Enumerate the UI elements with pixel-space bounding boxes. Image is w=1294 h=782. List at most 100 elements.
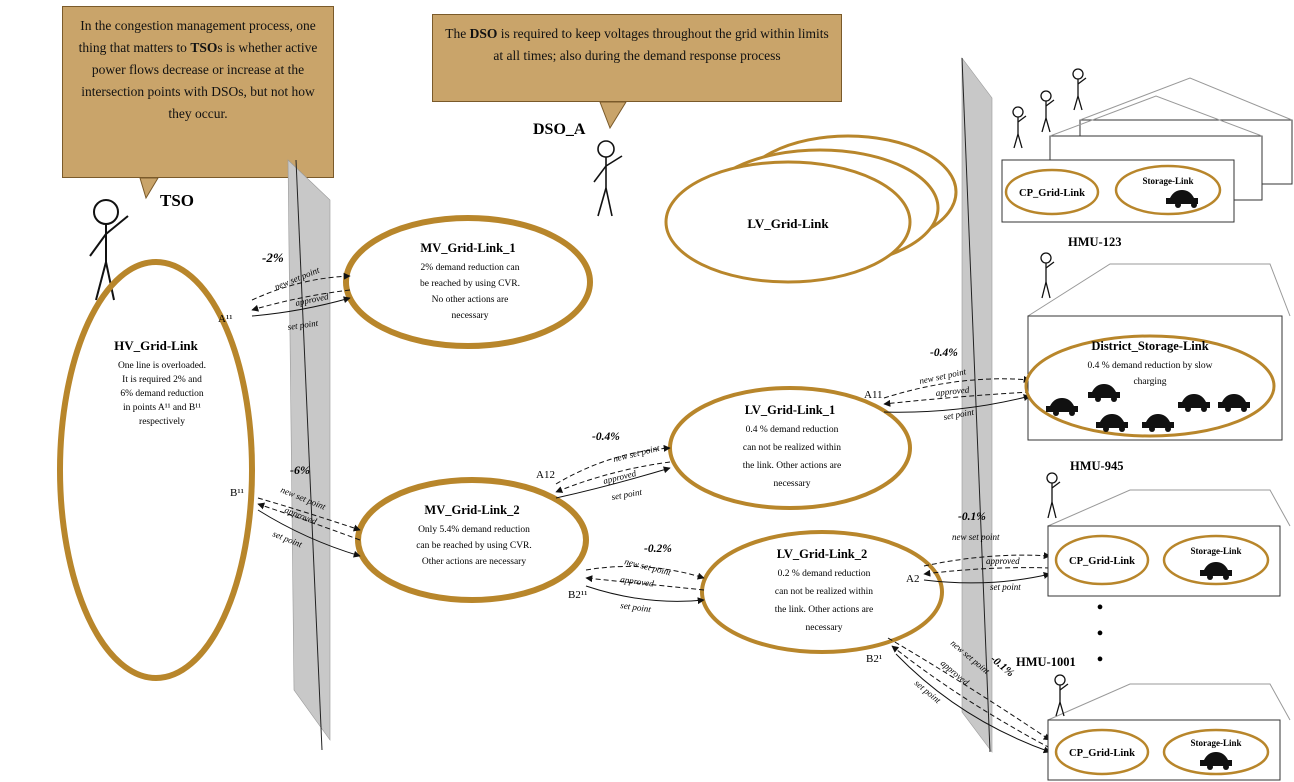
- district-figure: [1040, 252, 1055, 299]
- lv2-line-0: 0.2 % demand reduction: [778, 569, 871, 579]
- lv1-district-approved: approved: [935, 384, 970, 398]
- top-storage-car-icon: [1166, 190, 1198, 208]
- hv-line-1: It is required 2% and: [122, 375, 202, 385]
- hmu945-cp-grid-link-label: CP_Grid-Link: [1069, 556, 1135, 567]
- pct-hv-mv1: -2%: [262, 250, 284, 265]
- hmu945-storage-link-label: Storage-Link: [1190, 546, 1241, 556]
- hmu1001-storage-link-label: Storage-Link: [1190, 738, 1241, 748]
- flow-mv2-lv1: [555, 444, 671, 499]
- top-cp-grid-link-label: CP_Grid-Link: [1019, 188, 1085, 199]
- point-a2: A2: [906, 573, 919, 585]
- dso-callout-text-post: is required to keep voltages throughout …: [493, 26, 829, 63]
- tso-callout-text-pre: In the congestion management process, on…: [78, 18, 316, 55]
- mv2-line-2: Other actions are necessary: [422, 557, 526, 567]
- hmu1001-car-icon: [1200, 752, 1232, 770]
- tso-callout: In the congestion management process, on…: [62, 6, 334, 178]
- pct-lv1-district: -0.4%: [930, 347, 958, 359]
- hv-line-4: respectively: [139, 417, 185, 427]
- hv-line-0: One line is overloaded.: [118, 361, 206, 371]
- mv-grid-link-1-title: MV_Grid-Link_1: [420, 241, 515, 255]
- tso-label: TSO: [160, 191, 194, 210]
- ellipsis-dot-3: •: [1096, 649, 1103, 671]
- mv2-lv1-new-set-point: new set point: [612, 443, 661, 464]
- tso-callout-tail: [139, 177, 159, 200]
- point-a12: A12: [536, 469, 555, 481]
- hmu1001-house-roof: [1047, 683, 1291, 721]
- top-cp-grid-link-ellipse: [1004, 168, 1100, 216]
- point-a11: A¹¹: [218, 313, 233, 325]
- tso-stick-figure: [89, 199, 129, 301]
- dso-a-label: DSO_A: [533, 121, 586, 138]
- pct-mv2-lv2: -0.2%: [644, 543, 672, 555]
- hmu1001-storage-link-ellipse: [1162, 728, 1270, 776]
- flow-lv2-hmu945: [923, 552, 1051, 584]
- mv-grid-link-2-ellipse: [355, 477, 589, 603]
- district-line-1: charging: [1133, 377, 1166, 387]
- mv2-lv2-approved: approved: [620, 574, 655, 589]
- dso-callout-tail: [599, 101, 627, 130]
- dso-callout: The DSO is required to keep voltages thr…: [432, 14, 842, 102]
- hmu1001-cp-grid-link-label: CP_Grid-Link: [1069, 748, 1135, 759]
- lv2-line-1: can not be realized within: [775, 587, 873, 597]
- lv1-district-new-set-point: new set point: [918, 366, 967, 386]
- flow-lv2-hmu1001: [887, 637, 1051, 754]
- flow-hv-mv1: [251, 272, 351, 317]
- hv-line-2: 6% demand reduction: [120, 389, 204, 399]
- mv1-line-1: be reached by using CVR.: [420, 279, 520, 289]
- tso-dso-boundary-line: [295, 159, 323, 751]
- hv-grid-link-ellipse: [57, 259, 255, 681]
- mv2-lv1-set-point: set point: [611, 487, 644, 502]
- hmu945-house-roof: [1047, 489, 1291, 527]
- hmu-house-stack-roofs: [1049, 77, 1293, 137]
- lv2-hmu945-set-point: set point: [990, 582, 1021, 592]
- mv1-line-2: No other actions are: [432, 295, 509, 305]
- lv-grid-link-2-title: LV_Grid-Link_2: [777, 547, 868, 561]
- lv2-hmu945-new-set-point: new set point: [952, 532, 1000, 542]
- top-storage-link-ellipse: [1114, 164, 1222, 216]
- lv-grid-link-title: LV_Grid-Link: [747, 216, 829, 231]
- hmu945-cp-grid-link-ellipse: [1054, 534, 1150, 586]
- dso-stick-figure: [593, 140, 623, 217]
- district-line-0: 0.4 % demand reduction by slow: [1087, 361, 1212, 371]
- point-b21: B2¹¹: [568, 589, 587, 601]
- flow-mv2-lv2: [585, 565, 705, 605]
- hmu945-storage-link-ellipse: [1162, 534, 1270, 586]
- lv1-line-3: necessary: [774, 479, 811, 489]
- point-b11: B¹¹: [230, 487, 244, 499]
- tso-callout-text-post: s is whether active power flows decrease…: [81, 40, 318, 121]
- lv1-line-1: can not be realized within: [743, 443, 841, 453]
- lv2-hmu945-approved: approved: [986, 556, 1020, 566]
- mv1-line-3: necessary: [452, 311, 489, 321]
- dso-hmu-boundary-line: [961, 57, 991, 753]
- district-house-roof: [1027, 263, 1291, 317]
- lv1-line-2: the link. Other actions are: [743, 461, 841, 471]
- hmu-1001-label: HMU-1001: [1016, 655, 1076, 669]
- pct-hv-mv2: -6%: [290, 463, 310, 477]
- hmu-123-label: HMU-123: [1068, 235, 1121, 249]
- lv-grid-link-stack-front: [664, 160, 912, 284]
- hmu1001-figure: [1054, 674, 1069, 717]
- pct-mv2-lv1: -0.4%: [592, 431, 620, 443]
- lv-grid-link-1-title: LV_Grid-Link_1: [745, 403, 836, 417]
- mv2-lv2-new-set-point: new set point: [624, 556, 673, 577]
- mv1-line-0: 2% demand reduction can: [421, 263, 520, 273]
- lv1-line-0: 0.4 % demand reduction: [746, 425, 839, 435]
- mv2-lv2-set-point: set point: [620, 600, 652, 614]
- lv2-line-2: the link. Other actions are: [775, 605, 873, 615]
- top-storage-link-label: Storage-Link: [1142, 176, 1193, 186]
- point-b2: B2¹: [866, 653, 882, 665]
- mv2-line-0: Only 5.4% demand reduction: [418, 525, 530, 535]
- hmu-stack-figures: [1012, 68, 1087, 149]
- mv2-lv1-approved: approved: [602, 468, 638, 486]
- flow-lv1-district: [883, 375, 1031, 413]
- hv-grid-link-title: HV_Grid-Link: [114, 338, 199, 353]
- flow-hv-mv2: [257, 497, 361, 558]
- district-storage-link-ellipse: [1024, 334, 1276, 438]
- pct-lv2-hmu945: -0.1%: [958, 511, 986, 523]
- district-car-icons: [1046, 384, 1250, 432]
- dso-callout-text-pre: The: [445, 26, 470, 41]
- hv-mv1-set-point: set point: [287, 318, 319, 332]
- mv2-line-1: can be reached by using CVR.: [416, 541, 532, 551]
- ellipsis-dot-2: •: [1096, 623, 1103, 645]
